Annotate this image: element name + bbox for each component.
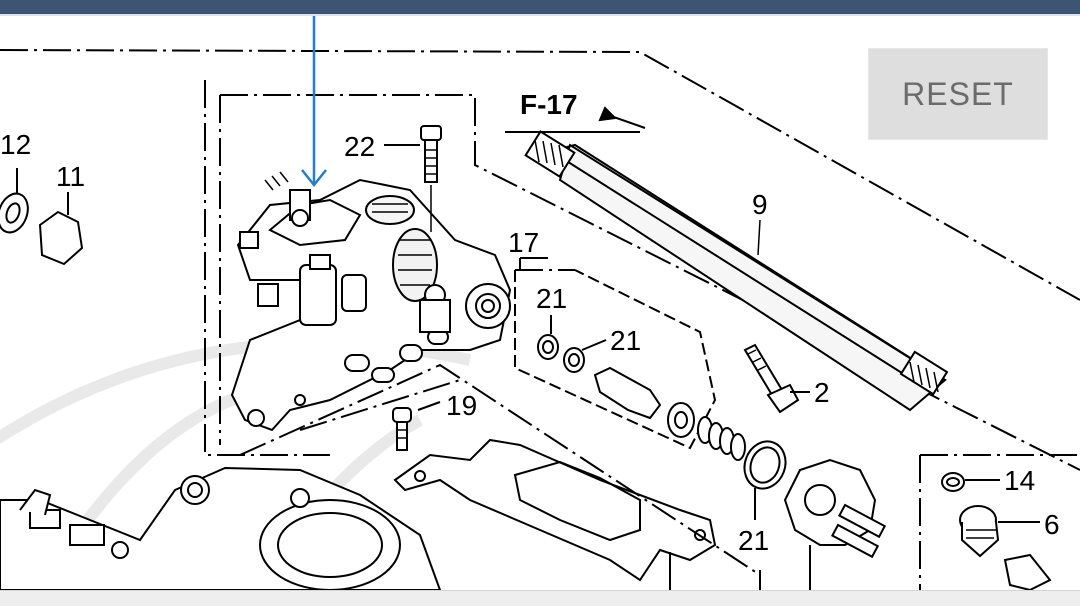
callout-19: 19 (446, 390, 477, 421)
part-2-bolt (743, 343, 810, 414)
callout-21-lower: 21 (738, 525, 769, 556)
part-6-fitting (959, 505, 1052, 590)
part-22-bolt (384, 125, 442, 232)
intake-manifold (0, 466, 442, 590)
gasket-bracket (393, 438, 717, 590)
part-14-o-ring (941, 472, 1000, 492)
callout-17: 17 (508, 227, 539, 258)
callout-22: 22 (344, 131, 375, 162)
top-bar (0, 0, 1080, 14)
part-19-bolt (392, 401, 441, 451)
part-9-fuel-rail (524, 130, 949, 412)
group-17-bracket (519, 257, 548, 270)
callout-21-middle: 21 (610, 325, 641, 356)
part-21-o-rings (537, 315, 607, 373)
part-12-washer (0, 168, 29, 234)
throttle-body-assembly (230, 171, 512, 432)
top-bar-divider (0, 14, 1080, 16)
reset-button[interactable]: RESET (868, 48, 1048, 140)
callout-6: 6 (1044, 509, 1060, 540)
part-11-cap (38, 192, 84, 266)
callout-9: 9 (752, 189, 768, 220)
part-17-injector (593, 366, 746, 461)
callout-21-upper: 21 (536, 283, 567, 314)
callout-14: 14 (1004, 465, 1035, 496)
ref-f17-label: F-17 (520, 89, 578, 120)
f17-reference-arrow (505, 106, 646, 133)
pressure-regulator (759, 458, 887, 590)
bottom-bar (0, 590, 1080, 606)
part-21-large-ring (743, 440, 787, 520)
callout-2: 2 (814, 377, 830, 408)
callout-12: 12 (0, 129, 31, 160)
parts-diagram: F-17 12 11 22 17 21 21 21 9 2 19 14 6 (0, 16, 1080, 590)
callout-11: 11 (56, 161, 85, 192)
pointer-arrow (301, 16, 327, 188)
